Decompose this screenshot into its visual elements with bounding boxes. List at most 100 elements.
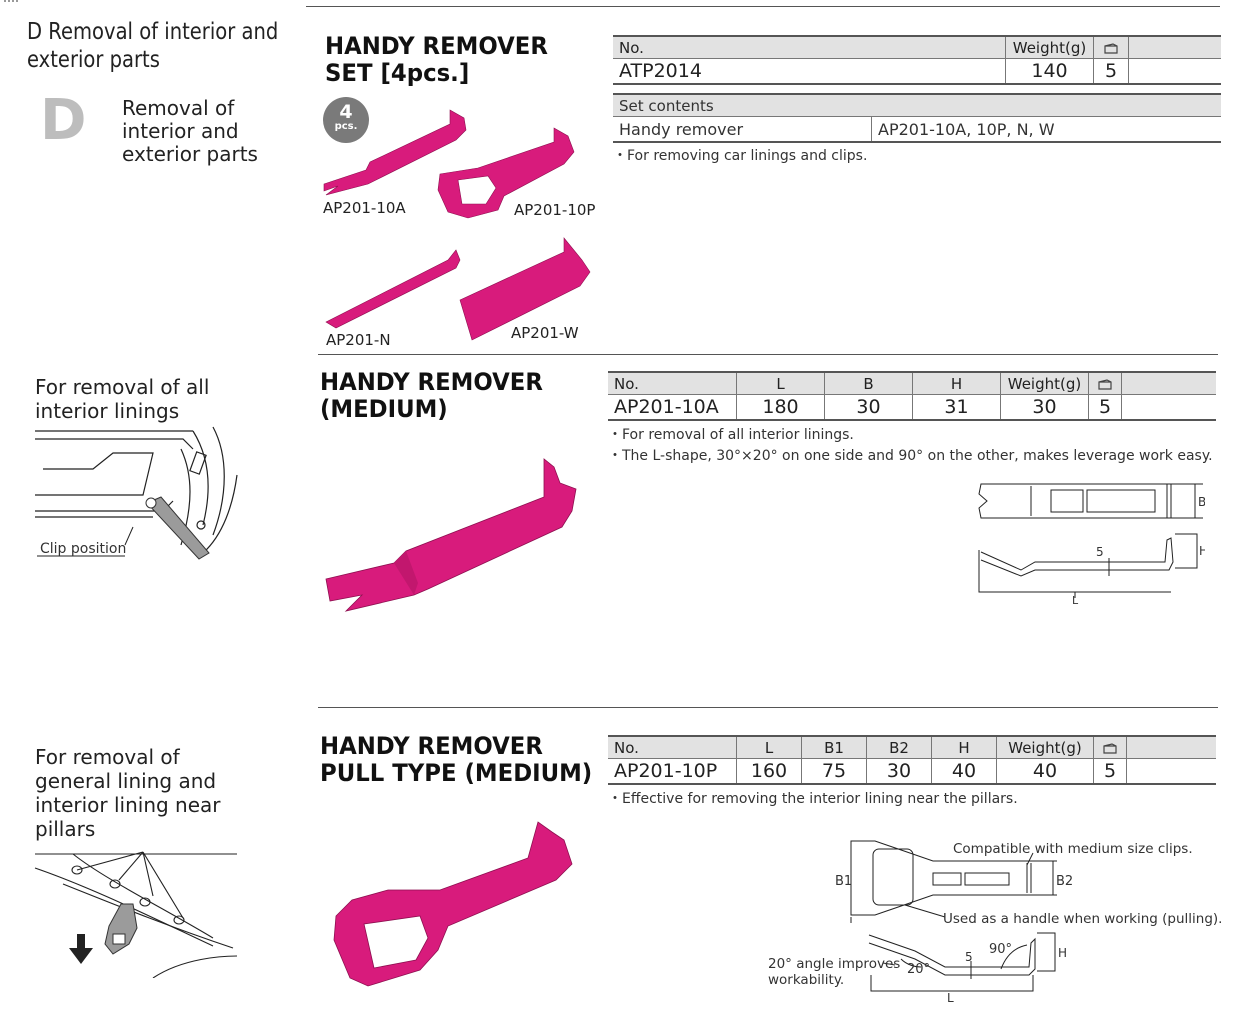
section-description: Removal of interior and exterior parts xyxy=(122,96,258,166)
header-cell: B xyxy=(824,371,913,395)
cell-weight: 30 xyxy=(1000,394,1089,421)
angle-note: 20° angle improves workability. xyxy=(768,956,901,988)
tool-in-use xyxy=(145,496,210,560)
section-rule-1 xyxy=(318,354,1218,355)
header-cell-empty xyxy=(1128,35,1221,59)
spec-header-row: No. Weight(g) xyxy=(613,35,1221,59)
dim-90: 90° xyxy=(989,942,1012,957)
spec-header-row: No. L B1 B2 H Weight(g) xyxy=(608,735,1216,759)
header-cell: No. xyxy=(613,35,1006,59)
corner-dots xyxy=(4,0,18,5)
header-cell: L xyxy=(736,371,825,395)
piece-label: AP201-N xyxy=(326,331,391,349)
dim-h: H xyxy=(1199,544,1205,558)
header-cell: L xyxy=(736,735,802,759)
arrow-down-icon xyxy=(69,934,93,964)
cell-qty: 5 xyxy=(1093,58,1129,85)
cell-weight: 40 xyxy=(996,758,1094,785)
cell-no: AP201-10A xyxy=(608,394,737,421)
header-cell: Weight(g) xyxy=(996,735,1094,759)
side-label: For removal of all interior linings xyxy=(35,375,210,423)
cell-weight: 140 xyxy=(1005,58,1094,85)
header-cell-box xyxy=(1093,35,1129,59)
piece-label: AP201-10P xyxy=(514,201,596,219)
badge-unit: pcs. xyxy=(334,121,358,132)
dim-5: 5 xyxy=(1096,545,1104,559)
dim-l: L xyxy=(1072,594,1079,607)
header-cell: H xyxy=(931,735,997,759)
header-cell-box xyxy=(1093,735,1127,759)
cell-empty xyxy=(1126,758,1216,785)
compatible-label: Compatible with medium size clips. xyxy=(953,841,1193,857)
section-rule-2 xyxy=(318,707,1218,708)
header-cell: Weight(g) xyxy=(1005,35,1094,59)
cell-l: 180 xyxy=(736,394,825,421)
spec-table: No. L B H Weight(g) AP201-10A 180 30 31 … xyxy=(608,371,1216,421)
spec-row: AP201-10A 180 30 31 30 5 xyxy=(608,394,1216,421)
piece-label: AP201-W xyxy=(511,324,579,342)
header-cell: B2 xyxy=(866,735,932,759)
product-note: ・For removal of all interior linings. xyxy=(608,427,854,443)
spec-table: No. Weight(g) ATP2014 140 5 xyxy=(613,35,1221,85)
handle-label: Used as a handle when working (pulling). xyxy=(943,911,1222,927)
dim-b: B xyxy=(1198,495,1205,509)
cell-no: AP201-10P xyxy=(608,758,737,785)
remover-medium-image xyxy=(325,458,577,612)
dim-h: H xyxy=(1058,946,1067,960)
interior-lining-illustration xyxy=(35,426,238,560)
spec-header-row: No. L B H Weight(g) xyxy=(608,371,1216,395)
product-note: ・For removing car linings and clips. xyxy=(613,148,868,164)
set-contents-table: Set contents Handy remover AP201-10A, 10… xyxy=(613,93,1221,143)
dim-5: 5 xyxy=(965,950,973,964)
dim-b2: B2 xyxy=(1056,874,1073,889)
header-cell-empty xyxy=(1121,371,1216,395)
product-title: HANDY REMOVER PULL TYPE (MEDIUM) xyxy=(320,732,593,787)
cell-b: 30 xyxy=(824,394,913,421)
cell-qty: 5 xyxy=(1093,758,1127,785)
set-pieces-illustration xyxy=(323,109,591,341)
cell-empty xyxy=(1121,394,1216,421)
pieces-badge: 4 pcs. xyxy=(323,97,369,143)
section-header: D Removal of interior and exterior parts xyxy=(27,19,279,73)
clip-position-label: Clip position xyxy=(40,541,127,557)
product-note: ・The L-shape, 30°×20° on one side and 90… xyxy=(608,448,1213,464)
set-contents-value: AP201-10A, 10P, N, W xyxy=(871,116,1221,143)
box-icon xyxy=(1104,42,1118,54)
header-cell: B1 xyxy=(801,735,867,759)
remover-w-image xyxy=(459,237,591,341)
pull-dimension-diagram: Compatible with medium size clips. Used … xyxy=(835,840,1222,1005)
top-rule xyxy=(306,6,1220,7)
section-letter: D xyxy=(40,88,87,153)
badge-count: 4 xyxy=(339,101,353,123)
spec-table: No. L B1 B2 H Weight(g) AP201-10P 160 75… xyxy=(608,735,1216,785)
cell-empty xyxy=(1128,58,1221,85)
piece-label: AP201-10A xyxy=(323,199,406,217)
product-note: ・Effective for removing the interior lin… xyxy=(608,791,1018,807)
side-label: For removal of general lining and interi… xyxy=(35,745,221,841)
cell-h: 31 xyxy=(912,394,1001,421)
spec-row: ATP2014 140 5 xyxy=(613,58,1221,85)
spec-row: AP201-10P 160 75 30 40 40 5 xyxy=(608,758,1216,785)
cell-qty: 5 xyxy=(1088,394,1122,421)
product-title: HANDY REMOVER SET [4pcs.] xyxy=(325,32,548,87)
dim-l: L xyxy=(947,991,954,1005)
cell-b1: 75 xyxy=(801,758,867,785)
set-contents-item: Handy remover xyxy=(613,116,872,143)
medium-dimension-diagram: B H 5 L xyxy=(978,483,1205,607)
dim-b1: B1 xyxy=(835,874,852,889)
header-cell: Weight(g) xyxy=(1000,371,1089,395)
set-contents-header: Set contents xyxy=(613,93,1221,117)
product-title: HANDY REMOVER (MEDIUM) xyxy=(320,368,543,423)
remover-n-image xyxy=(325,249,461,329)
box-icon xyxy=(1098,378,1112,390)
tool-in-use xyxy=(104,903,138,955)
cell-no: ATP2014 xyxy=(613,58,1006,85)
header-cell-box xyxy=(1088,371,1122,395)
header-cell: No. xyxy=(608,735,737,759)
cell-l: 160 xyxy=(736,758,802,785)
cell-h: 40 xyxy=(931,758,997,785)
cell-b2: 30 xyxy=(866,758,932,785)
remover-pull-image xyxy=(333,821,573,987)
header-cell: No. xyxy=(608,371,737,395)
dim-20: 20° xyxy=(907,962,930,977)
